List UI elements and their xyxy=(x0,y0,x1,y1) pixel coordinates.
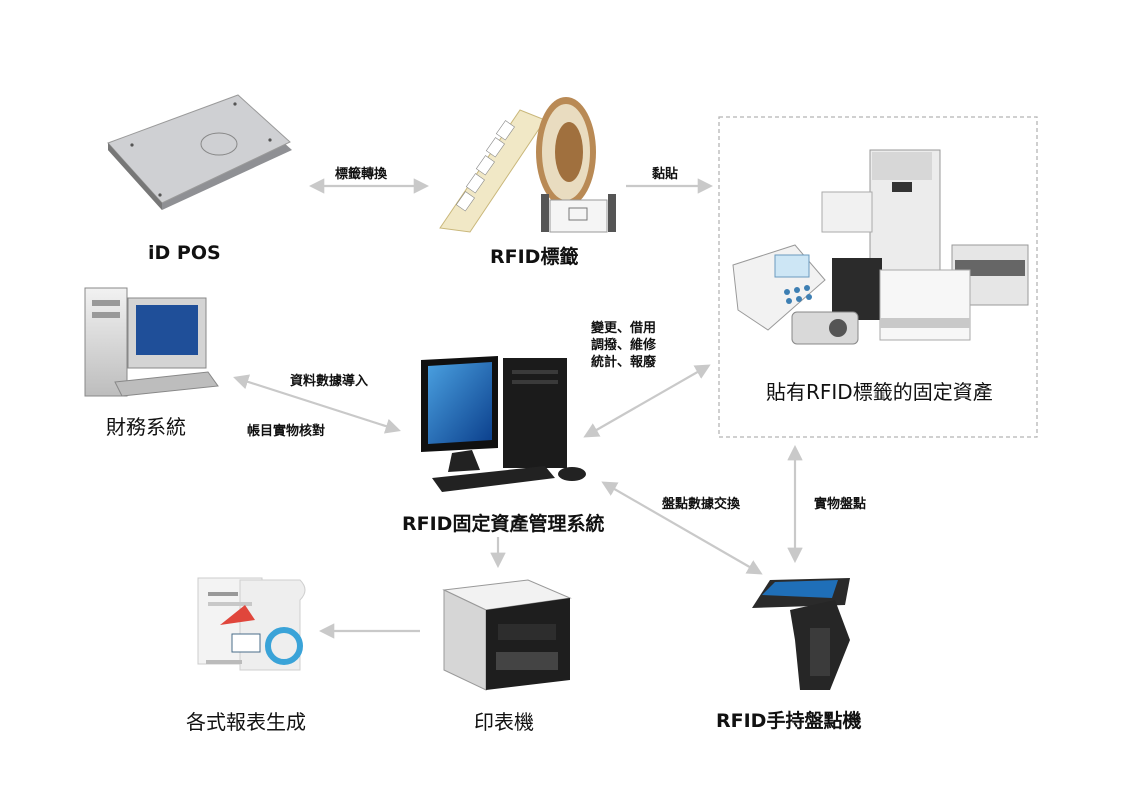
fixed-assets-frame xyxy=(718,116,1038,438)
node-reports-label: 各式報表生成 xyxy=(186,710,306,734)
node-printer-label: 印表機 xyxy=(474,710,534,734)
arrow-mgmt-assets xyxy=(583,364,711,438)
edge-inventory-exchange-label: 盤點數據交換 xyxy=(662,497,741,512)
printer-device-icon xyxy=(442,579,572,691)
edge-tag-conversion-label: 標籤轉換 xyxy=(335,167,388,182)
fixed-assets-equipment-icon xyxy=(732,149,1029,345)
arrow-finance-mgmt xyxy=(233,374,401,434)
rfid-handheld-scanner-icon xyxy=(752,578,850,690)
rfid-tag-roll-icon xyxy=(439,97,616,233)
node-management-label: RFID固定資產管理系統 xyxy=(402,513,605,535)
edge-physical-count-label: 實物盤點 xyxy=(814,497,867,512)
management-computer-icon xyxy=(421,356,586,492)
node-rfid-tag-label: RFID標籤 xyxy=(490,246,579,268)
finance-computer-icon xyxy=(84,287,219,397)
arrow-mgmt-handheld xyxy=(601,481,763,575)
node-finance-label: 財務系統 xyxy=(106,415,186,439)
edge-data-import-label: 資料數據導入 xyxy=(290,374,369,389)
node-fixed-assets-label: 貼有RFID標籤的固定資產 xyxy=(766,380,993,404)
edge-account-check-label: 帳目實物核對 xyxy=(247,424,326,439)
node-handheld-label: RFID手持盤點機 xyxy=(716,710,862,732)
node-id-pos-label: iD POS xyxy=(148,242,221,264)
reports-graphic-icon xyxy=(197,577,306,671)
edge-asset-operations-label: 變更、借用 調撥、維修 統計、報廢 xyxy=(591,321,657,370)
id-pos-device-icon xyxy=(107,94,292,210)
edge-attach-label: 黏貼 xyxy=(652,167,679,182)
